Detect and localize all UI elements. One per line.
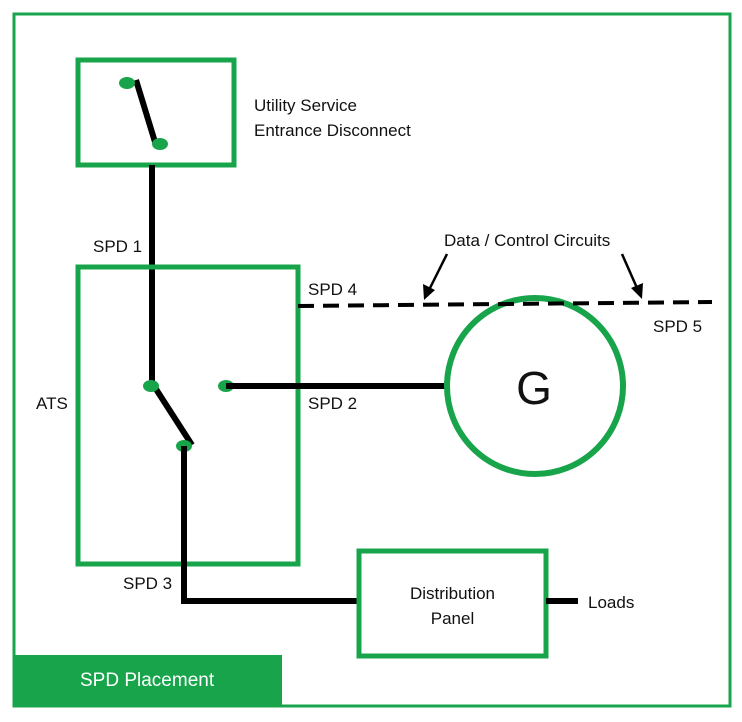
generator-circle [444,295,626,477]
spd2-label: SPD 2 [308,394,358,413]
ats-common-contact [143,380,159,392]
ats-box [75,264,301,567]
ats-label: ATS [36,394,68,413]
spd3-label: SPD 3 [123,574,173,593]
spd4-label: SPD 4 [308,280,358,299]
caption-banner: SPD Placement [14,655,282,706]
panel-label-line1: Distribution [409,584,496,603]
spd1-label: SPD 1 [93,237,143,256]
data-control-label: Data / Control Circuits [444,231,611,250]
data-arrow-right-head [631,283,643,299]
utility-switch-bottom-contact [152,138,168,150]
data-arrow-left-shaft [427,253,449,291]
spd5-label: SPD 5 [653,317,703,336]
outer-frame [12,12,732,708]
panel-label-line2: Panel [430,609,475,628]
utility-disconnect-box [75,57,237,168]
data-control-dashed-line [297,300,713,308]
generator-label: G [516,362,552,414]
ats-switch-blade [151,384,195,447]
loads-label: Loads [588,593,635,612]
utility-label-line2: Entrance Disconnect [254,121,411,140]
ats-to-panel-wire [181,446,359,604]
data-arrow-left-head [423,284,435,300]
caption-text: SPD Placement [80,669,215,691]
data-arrow-right-shaft [620,253,639,289]
utility-switch-top-contact [119,77,135,89]
utility-switch-blade [133,79,158,143]
utility-label-line1: Utility Service [254,96,357,115]
